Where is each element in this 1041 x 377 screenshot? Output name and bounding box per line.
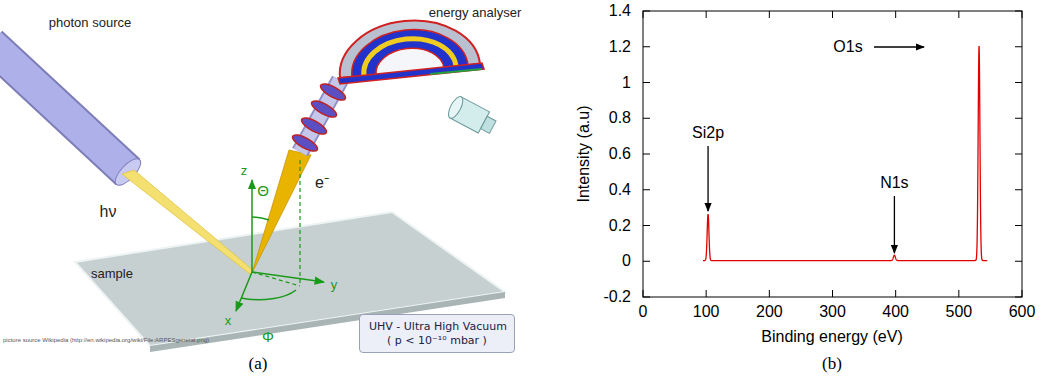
axis-label: z	[241, 163, 248, 178]
photon-source	[0, 44, 128, 172]
coordinate-axes	[252, 272, 300, 286]
setup-label: energy analyser	[429, 5, 522, 20]
tick-label: 1.2	[609, 38, 631, 56]
axis-title: Intensity (a.u)	[575, 106, 593, 203]
axis-ticks	[769, 290, 770, 297]
axis-ticks	[1015, 46, 1022, 47]
spectrum-curve	[703, 46, 987, 261]
peak-label: O1s	[833, 38, 862, 56]
axis-ticks	[643, 189, 650, 190]
tick-label: 0.6	[609, 145, 631, 163]
info-box: UHV - Ultra High Vacuum( p < 10⁻¹⁰ mbar …	[359, 314, 515, 353]
photon-beam	[122, 170, 254, 274]
detector-camera	[446, 94, 466, 120]
plot-frame	[643, 11, 1022, 297]
electron-lens	[299, 115, 328, 137]
axis-ticks	[958, 290, 959, 297]
axis-ticks	[643, 154, 650, 155]
tick-label: -0.2	[603, 288, 631, 306]
axis-ticks	[1015, 118, 1022, 119]
tick-label: 1	[622, 74, 631, 92]
hemispherical-analyser	[338, 63, 484, 84]
sample-plate	[150, 292, 505, 352]
tick-label: 100	[693, 303, 720, 321]
axis-ticks	[1015, 189, 1022, 190]
electron-lens	[290, 132, 319, 154]
box-text: UHV - Ultra High Vacuum	[369, 320, 505, 334]
sample-plate	[75, 212, 505, 352]
coordinate-axes	[299, 160, 300, 286]
coordinate-axes	[236, 160, 324, 311]
photon-source	[0, 44, 145, 189]
axis-ticks	[895, 290, 896, 297]
box-text: ( p < 10⁻¹⁰ mbar )	[369, 334, 505, 348]
axis-ticks	[1015, 82, 1022, 83]
electron-cone	[252, 150, 311, 273]
axis-ticks	[643, 118, 650, 119]
peak-arrows	[707, 146, 708, 211]
axis-ticks	[1015, 261, 1022, 262]
axis-label: x	[225, 313, 232, 328]
coordinate-axes	[236, 272, 252, 311]
detector-camera	[446, 94, 499, 137]
axis-ticks	[643, 11, 1022, 297]
sample-label: sample	[91, 266, 133, 281]
photon-source	[0, 44, 128, 172]
tick-label: 200	[756, 303, 783, 321]
peak-arrows	[894, 196, 895, 253]
electron-lens	[309, 98, 338, 120]
hemispherical-analyser	[338, 21, 484, 84]
electron-cone	[252, 150, 311, 273]
axis-ticks	[706, 290, 707, 297]
spectrum-curve	[703, 46, 987, 261]
coordinate-axes	[241, 290, 296, 300]
axis-label: y	[331, 277, 338, 292]
tick-label: 600	[1009, 303, 1036, 321]
axis-ticks	[643, 225, 650, 226]
tick-label: 0.2	[609, 217, 631, 235]
axis-ticks	[643, 82, 650, 83]
axis-ticks	[1015, 154, 1022, 155]
axis-ticks	[643, 46, 650, 47]
panel-caption: (a)	[249, 354, 268, 374]
panel-caption: (b)	[822, 354, 842, 374]
tick-label: 1.4	[609, 2, 631, 20]
hemispherical-analyser	[430, 69, 482, 74]
tick-label: 0	[639, 303, 648, 321]
peak-arrows	[874, 46, 924, 47]
axis-ticks	[769, 11, 770, 18]
coordinate-axes	[251, 180, 253, 272]
axis-ticks	[832, 290, 833, 297]
axis-ticks	[1015, 225, 1022, 226]
photon-beam	[122, 170, 254, 274]
tick-label: 0	[622, 252, 631, 270]
peak-label: N1s	[880, 174, 908, 192]
axis-title: Binding energy (eV)	[761, 328, 902, 346]
axis-ticks	[643, 261, 650, 262]
axis-ticks	[958, 11, 959, 18]
photon-label: hν	[100, 203, 117, 221]
peak-arrows	[708, 47, 924, 253]
angle-label: Θ	[257, 182, 269, 199]
tick-label: 500	[945, 303, 972, 321]
axis-ticks	[832, 11, 833, 18]
axis-ticks	[895, 11, 896, 18]
peak-label: Si2p	[692, 124, 724, 142]
coordinate-axes	[252, 272, 324, 282]
electron-lens	[290, 80, 347, 154]
tick-label: 0.8	[609, 109, 631, 127]
coordinate-axes	[252, 217, 269, 220]
electron-label: e⁻	[315, 171, 329, 193]
tick-label: 300	[819, 303, 846, 321]
tick-label: 0.4	[609, 181, 631, 199]
angle-label: Φ	[262, 328, 274, 345]
setup-label: photon source	[49, 15, 131, 30]
detector-camera	[481, 116, 496, 133]
axis-ticks	[706, 11, 707, 18]
tick-label: 400	[882, 303, 909, 321]
source-note: picture source Wikipedia (http://en.wiki…	[3, 337, 209, 343]
